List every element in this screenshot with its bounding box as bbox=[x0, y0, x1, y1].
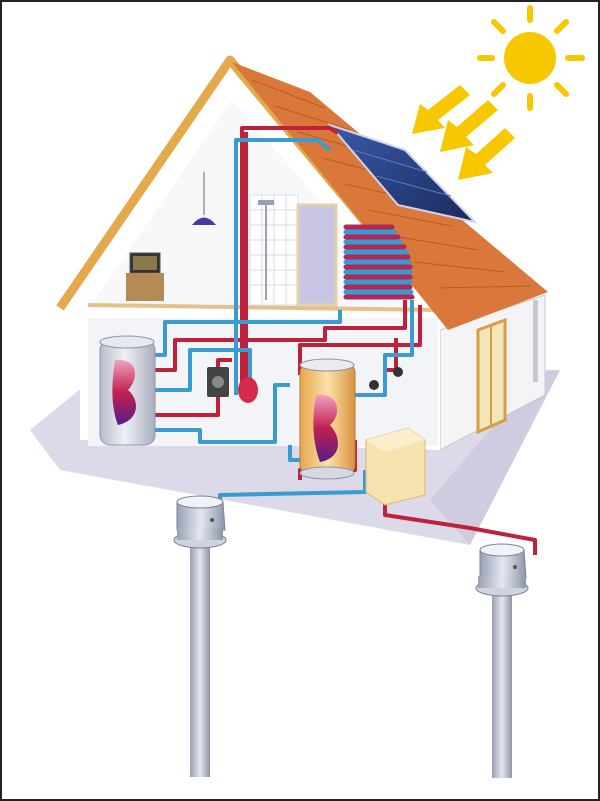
well-icon-right bbox=[475, 543, 529, 778]
expansion-vessel-icon bbox=[238, 377, 258, 403]
tile-grid bbox=[250, 195, 298, 305]
door bbox=[296, 203, 338, 307]
shower-head-icon bbox=[258, 200, 274, 205]
tank-icon-right bbox=[299, 358, 356, 480]
pump-icon-2 bbox=[393, 367, 403, 377]
coil-icon bbox=[343, 224, 415, 300]
sun-rays-arrows bbox=[412, 85, 515, 180]
tv-cabinet bbox=[126, 273, 164, 301]
solar-panel-icon bbox=[326, 122, 479, 224]
roof-tiles bbox=[251, 79, 531, 289]
tank-icon bbox=[99, 335, 156, 446]
downpipe bbox=[533, 300, 538, 382]
sun-icon bbox=[477, 5, 585, 111]
box-icon bbox=[365, 427, 426, 506]
pump-icon bbox=[369, 380, 379, 390]
solar-panel-grid bbox=[352, 149, 452, 197]
ground-edge bbox=[430, 370, 560, 545]
well-icon bbox=[173, 495, 227, 777]
cold-water-pipes bbox=[155, 138, 414, 505]
lamp-icon bbox=[192, 217, 216, 225]
